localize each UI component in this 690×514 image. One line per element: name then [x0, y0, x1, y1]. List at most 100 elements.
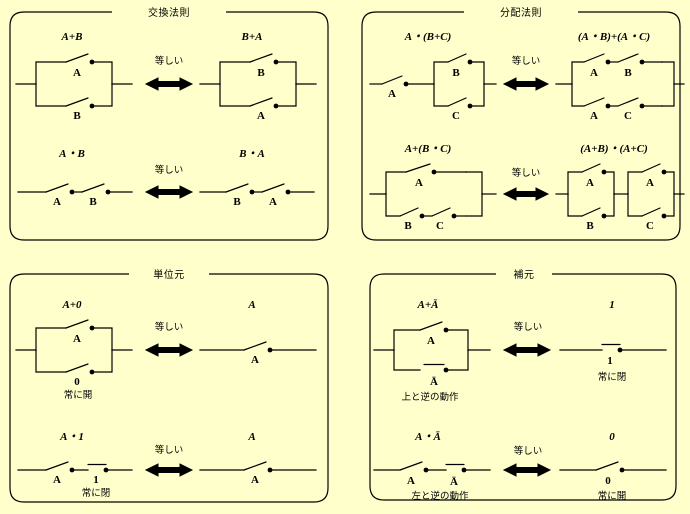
circuit-series-parallel-a-bc: A B C: [369, 53, 497, 122]
panel-frame-complement: [369, 273, 677, 501]
switch-label-a: A: [407, 475, 415, 487]
circuit-parallel-a-nota: A Ā 上と逆の動作: [373, 321, 491, 403]
formula-a-plus-0: A+0: [61, 299, 82, 311]
switch-label-b: B: [586, 220, 594, 232]
panel-title-distributive: 分配法則: [493, 4, 549, 20]
switch-label-not-a: Ā: [430, 376, 438, 388]
formula-zero: 0: [609, 431, 615, 443]
panel-title-identity: 単位元: [146, 266, 192, 282]
formula-one: 1: [609, 299, 615, 311]
circuit-parallel-a-b: A B: [15, 53, 133, 122]
relation-label-equal: 等しい: [512, 55, 541, 67]
relation-label-equal: 等しい: [155, 321, 184, 333]
terminal-dot: [443, 327, 449, 333]
formula-a-plus-b: A+B: [61, 31, 83, 43]
circuit-series-a-b: A B: [17, 183, 133, 208]
panel-distributive: 分配法則 A・(B+C) A B C: [356, 4, 686, 246]
switch-label-a: A: [53, 196, 61, 208]
terminal-dot: [89, 103, 95, 109]
switch-note-inverse-of-above: 上と逆の動作: [401, 391, 459, 403]
switch-label-b: B: [257, 67, 265, 79]
formula-b-plus-a: B+A: [241, 31, 263, 43]
panel-complement: 補元 A+Ā A Ā 上と逆の動作 等しい: [356, 266, 686, 508]
panel-identity: 単位元 A+0 A 0 常に開 等しい: [4, 266, 334, 508]
terminal-dot: [467, 59, 473, 65]
panel-content-distributive: A・(B+C) A B C 等しい: [369, 31, 685, 232]
switch-label-b: B: [404, 220, 412, 232]
switch-note-always-closed: 常に閉: [598, 371, 627, 383]
switch-label-b: B: [624, 67, 632, 79]
double-headed-arrow-icon: [502, 77, 550, 91]
panel-content-identity: A+0 A 0 常に開 等しい A: [15, 299, 317, 499]
relation-label-equal: 等しい: [514, 321, 543, 333]
formula-a-times-b-plus-c: A・(B+C): [404, 31, 452, 43]
switch-label-a: A: [388, 88, 396, 100]
double-headed-arrow-icon: [144, 77, 194, 91]
switch-label-a: A: [646, 177, 654, 189]
circuit-series-a: A: [199, 341, 317, 366]
switch-note-always-open: 常に開: [598, 490, 627, 502]
switch-label-1: 1: [93, 474, 99, 486]
double-headed-arrow-icon: [502, 187, 550, 201]
switch-note-always-open: 常に開: [64, 389, 93, 401]
circuit-open-switch-0: 0 常に開: [559, 461, 667, 502]
double-headed-arrow-icon: [502, 343, 552, 357]
terminal-dot: [467, 103, 473, 109]
formula-a-plus-not-a: A+Ā: [417, 299, 439, 311]
formula-a-plus-bc: A+(B・C): [404, 143, 452, 155]
panel-title-commutative: 交換法則: [141, 4, 197, 20]
switch-label-a: A: [251, 354, 259, 366]
switch-label-b: B: [89, 196, 97, 208]
switch-label-c: C: [624, 110, 632, 122]
switch-note-always-closed: 常に閉: [82, 487, 111, 499]
switch-label-not-a: Ā: [450, 476, 458, 488]
switch-label-c: C: [436, 220, 444, 232]
switch-label-a: A: [53, 474, 61, 486]
switch-label-a: A: [269, 196, 277, 208]
terminal-dot: [89, 325, 95, 331]
switch-label-b: B: [233, 196, 241, 208]
panel-frame-distributive: [361, 11, 681, 241]
circuit-series-a: A: [199, 461, 317, 486]
circuit-closed-switch-1: 1 常に閉: [559, 343, 667, 383]
switch-label-1: 1: [607, 355, 613, 367]
switch-label-a: A: [73, 333, 81, 345]
panel-frame-identity: [9, 273, 329, 503]
double-headed-arrow-icon: [502, 463, 552, 477]
panel-title-complement: 補元: [506, 266, 542, 282]
relation-label-equal: 等しい: [155, 444, 184, 456]
formula-a: A: [247, 299, 255, 311]
panel-frame-commutative: [9, 11, 329, 241]
circuit-parallel-a-0: A 0 常に開: [15, 319, 133, 401]
terminal-dot: [89, 59, 95, 65]
switch-note-inverse-of-left: 左と逆の動作: [411, 490, 469, 502]
circuit-parallel-ab-ac: A B A C: [555, 53, 685, 122]
formula-b-times-a: B・A: [238, 148, 265, 160]
switch-label-b: B: [452, 67, 460, 79]
circuit-series-b-a: B A: [199, 183, 315, 208]
switch-label-0: 0: [74, 376, 80, 388]
formula-ab-plus-ac: (A・B)+(A・C): [578, 31, 650, 43]
switch-label-c: C: [452, 110, 460, 122]
switch-label-a: A: [415, 177, 423, 189]
switch-label-a: A: [257, 110, 265, 122]
circuit-series-a-nota: A Ā 左と逆の動作: [373, 461, 491, 502]
formula-a-times-b: A・B: [58, 148, 85, 160]
panel-commutative: 交換法則 A+B A B 等しい: [4, 4, 334, 246]
relation-label-equal: 等しい: [155, 55, 184, 67]
relation-label-equal: 等しい: [155, 164, 184, 176]
formula-a: A: [247, 431, 255, 443]
circuit-parallel-a-bc: A B C: [369, 163, 497, 232]
formula-a-times-1: A・1: [59, 431, 84, 443]
relation-label-equal: 等しい: [512, 167, 541, 179]
circuit-series-a-1: A 1 常に閉: [17, 461, 133, 499]
formula-a-times-not-a: A・Ā: [414, 431, 441, 443]
switch-label-a: A: [590, 67, 598, 79]
terminal-dot: [273, 59, 279, 65]
double-headed-arrow-icon: [144, 185, 194, 199]
terminal-dot: [273, 103, 279, 109]
circuit-parallel-blocks-series: A B A C: [555, 163, 685, 232]
double-headed-arrow-icon: [144, 343, 194, 357]
switch-label-b: B: [73, 110, 81, 122]
